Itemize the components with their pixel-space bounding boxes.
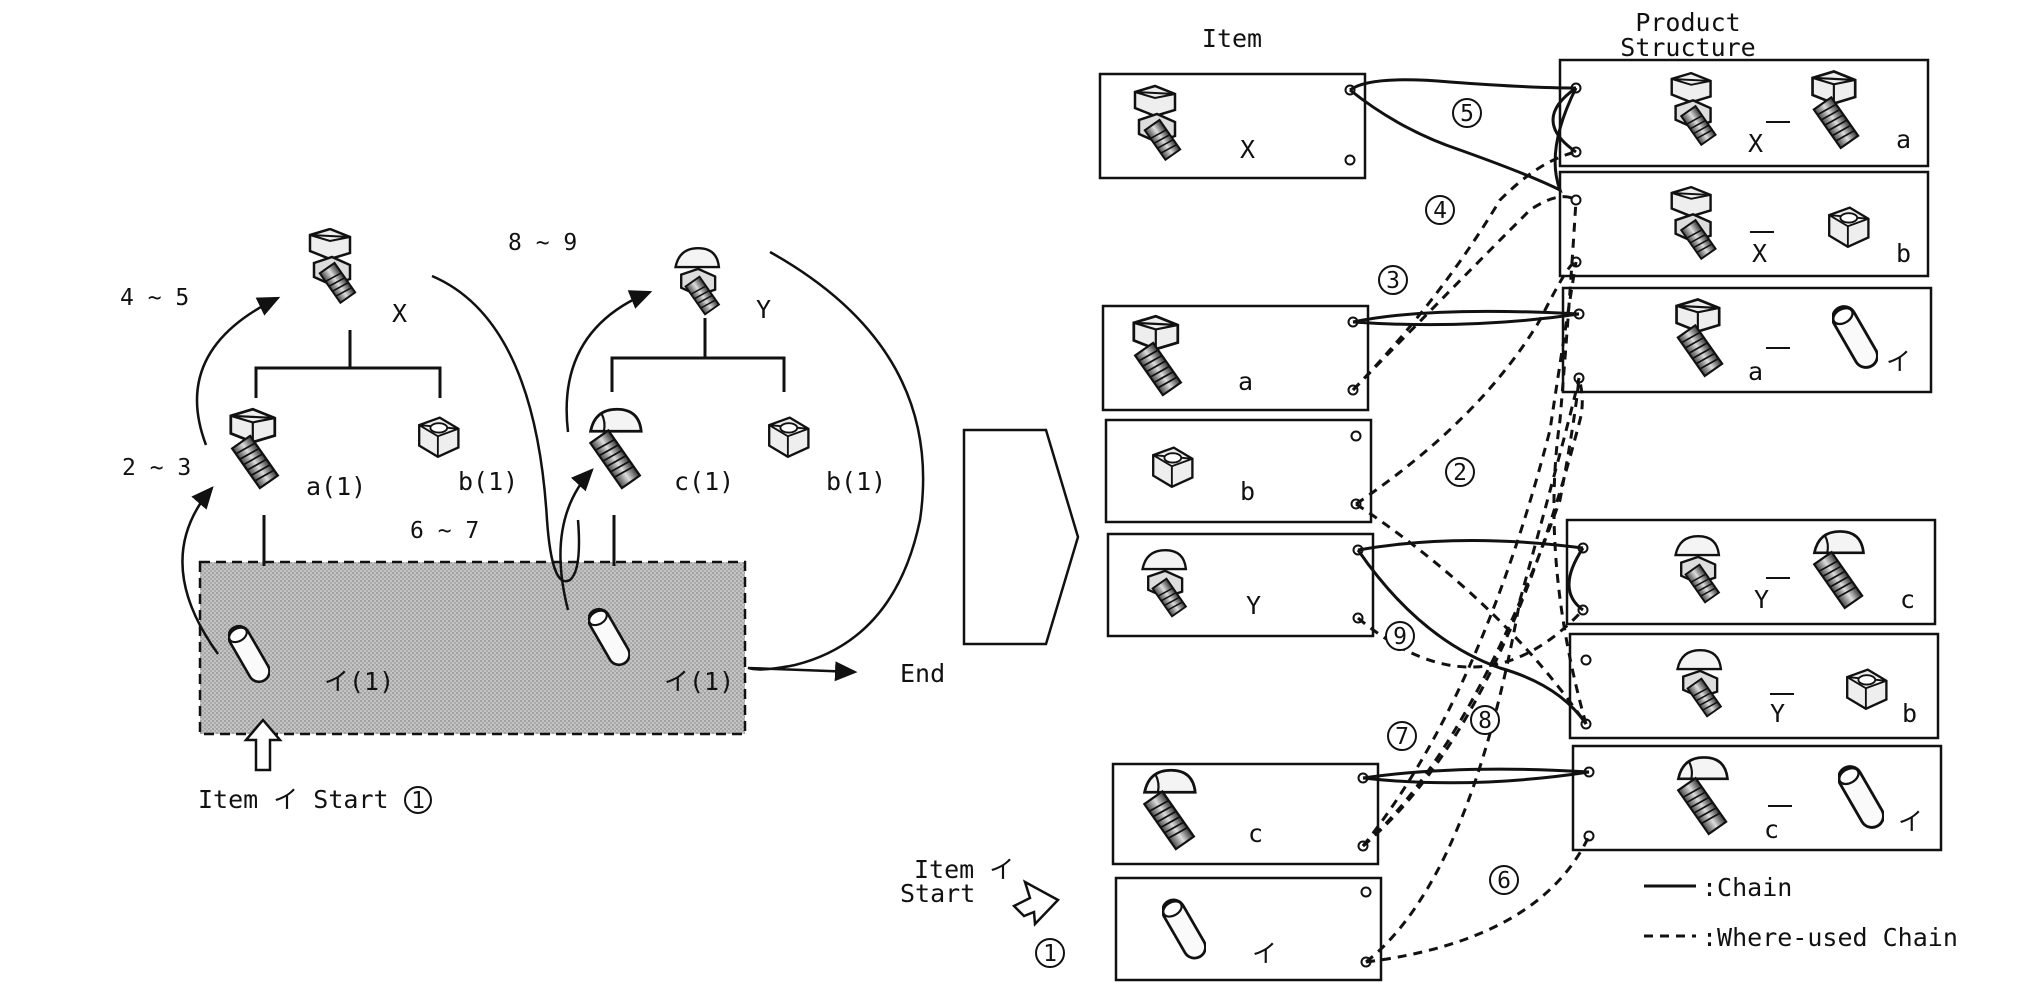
right-start-circle xyxy=(1035,938,1065,968)
right-start-num: 1 xyxy=(1043,941,1057,967)
num-6: 6 xyxy=(1497,868,1511,894)
label-i2: イ(1) xyxy=(664,667,734,696)
item-x-box: X xyxy=(1098,72,1367,180)
bolt-c-icon xyxy=(588,407,643,490)
item-x-label: X xyxy=(1240,135,1255,164)
item-a-box: a xyxy=(1101,304,1370,412)
label-i1: イ(1) xyxy=(324,667,394,696)
bolt-a-icon xyxy=(229,407,280,490)
num-7: 7 xyxy=(1395,724,1409,750)
step-4-5: 4 ~ 5 xyxy=(120,285,189,311)
flow-arrow-a-to-x xyxy=(195,296,281,446)
start-label: Item イ Start xyxy=(198,785,389,814)
ps-x-a-parent: X xyxy=(1748,129,1763,158)
num-3: 3 xyxy=(1386,268,1400,294)
flow-arrow-x-to-i2 xyxy=(431,274,581,583)
legend-where-used: :Where-used Chain xyxy=(1702,923,1958,952)
ps-x-b-child: b xyxy=(1896,239,1911,268)
step-2-3: 2 ~ 3 xyxy=(122,455,191,481)
chain-lines xyxy=(1349,78,1590,785)
assembly-x-icon xyxy=(308,228,357,305)
num-5: 5 xyxy=(1460,101,1474,127)
start-num: 1 xyxy=(411,788,425,814)
assembly-y-icon xyxy=(674,246,721,316)
ps-x-a-box: X a xyxy=(1558,58,1930,168)
step-8-9: 8 ~ 9 xyxy=(508,230,577,256)
item-a-label: a xyxy=(1238,367,1253,396)
end-label: End xyxy=(900,659,945,688)
right-start-arrow-icon xyxy=(1011,879,1061,927)
legend-chain: :Chain xyxy=(1702,873,1792,902)
item-c-box: c xyxy=(1111,762,1380,866)
ps-header-1: Product xyxy=(1635,8,1740,37)
ps-x-b-box: X b xyxy=(1558,170,1930,278)
step-numbers: 5 4 3 2 9 8 7 6 xyxy=(1378,98,1519,895)
right-start-label-2: Start xyxy=(900,879,975,908)
nut-b2-icon xyxy=(768,416,810,458)
structure-diagram: Item Product Structure X a b Y c xyxy=(900,8,1958,982)
label-b2: b(1) xyxy=(826,467,886,496)
label-y: Y xyxy=(756,295,771,324)
ps-c-i-parent: c xyxy=(1764,815,1779,844)
item-b-box: b xyxy=(1104,418,1373,524)
item-i-box: イ xyxy=(1114,876,1383,982)
legend: :Chain :Where-used Chain xyxy=(1644,873,1958,952)
label-x: X xyxy=(392,299,407,328)
num-2: 2 xyxy=(1453,460,1467,486)
ps-c-i-box: c イ xyxy=(1571,744,1943,852)
ps-y-b-parent: Y xyxy=(1770,699,1785,728)
ps-c-i-child: イ xyxy=(1898,807,1923,836)
start-up-arrow-icon xyxy=(243,718,283,772)
flow-arrow-y-to-end xyxy=(747,250,925,682)
tree-x-branch xyxy=(254,366,442,398)
ps-x-a-child: a xyxy=(1896,125,1911,154)
right-start-label-1: Item イ xyxy=(914,855,1014,884)
label-c: c(1) xyxy=(674,467,734,496)
item-header: Item xyxy=(1202,24,1262,53)
flow-arrow-i-to-a xyxy=(181,486,220,655)
num-4: 4 xyxy=(1433,198,1447,224)
ps-y-c-parent: Y xyxy=(1754,585,1769,614)
ps-header-2: Structure xyxy=(1620,33,1755,62)
attachment-points xyxy=(1344,82,1595,968)
nut-b-icon xyxy=(418,416,460,458)
item-y-label: Y xyxy=(1246,591,1261,620)
start-num-circle xyxy=(404,786,432,814)
num-8: 8 xyxy=(1478,708,1492,734)
flow-arrow-i2-to-c xyxy=(559,468,594,611)
ps-y-b-box: Y b xyxy=(1568,632,1940,740)
num-9: 9 xyxy=(1393,624,1407,650)
ps-y-c-child: c xyxy=(1900,585,1915,614)
ps-y-b-child: b xyxy=(1902,699,1917,728)
item-b-label: b xyxy=(1240,477,1255,506)
ps-x-b-parent: X xyxy=(1752,239,1767,268)
where-used-lines xyxy=(1351,150,1591,964)
item-i-label: イ xyxy=(1252,939,1277,968)
ps-a-i-child: イ xyxy=(1886,347,1911,376)
transform-arrow-icon xyxy=(962,428,1080,646)
item-c-label: c xyxy=(1248,819,1263,848)
item-y-box: Y xyxy=(1106,532,1375,638)
label-b1: b(1) xyxy=(458,467,518,496)
tree-y-branch xyxy=(610,356,786,392)
raw-material-area xyxy=(198,560,747,736)
ps-a-i-box: a イ xyxy=(1561,286,1933,394)
ps-y-c-box: Y c xyxy=(1565,518,1937,626)
label-a: a(1) xyxy=(306,472,366,501)
step-6-7: 6 ~ 7 xyxy=(410,518,479,544)
process-diagram: X Y a(1) b(1) c(1) b(1) イ(1) イ(1) 2 ~ 3 … xyxy=(120,228,945,814)
flow-arrow-c-to-y xyxy=(565,290,653,433)
ps-a-i-parent: a xyxy=(1748,357,1763,386)
